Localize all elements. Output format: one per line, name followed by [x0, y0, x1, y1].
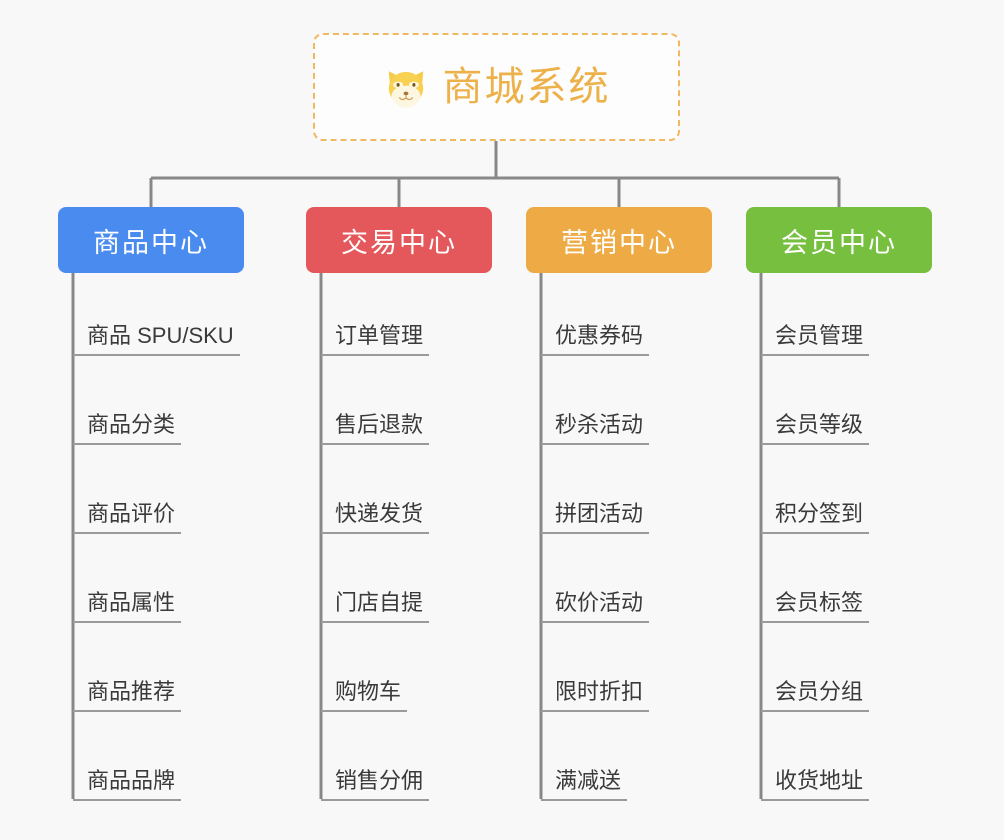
leaf-label: 会员等级 [761, 411, 870, 445]
branch-box-4[interactable]: 会员中心 [746, 207, 932, 273]
leaf-label: 快递发货 [321, 500, 430, 534]
branch-label: 会员中心 [781, 227, 897, 258]
leaf-label: 销售分佣 [321, 767, 430, 801]
branch-box-3[interactable]: 营销中心 [526, 207, 712, 273]
leaf-label: 商品分类 [73, 411, 182, 445]
leaf-item[interactable]: 秒杀活动 [541, 401, 650, 445]
leaf-item[interactable]: 售后退款 [321, 401, 430, 445]
leaf-label: 拼团活动 [541, 500, 650, 534]
leaf-item[interactable]: 优惠券码 [541, 312, 650, 356]
leaf-item[interactable]: 快递发货 [321, 490, 430, 534]
leaf-item[interactable]: 商品分类 [73, 401, 182, 445]
leaf-item[interactable]: 商品属性 [73, 579, 182, 623]
branch-label: 交易中心 [341, 227, 457, 258]
leaf-label: 砍价活动 [541, 589, 650, 623]
shiba-dog-face-icon [383, 64, 429, 110]
leaf-label: 会员管理 [761, 322, 870, 356]
leaf-label: 会员分组 [761, 678, 870, 712]
leaf-item[interactable]: 商品品牌 [73, 757, 182, 801]
branch-box-1[interactable]: 商品中心 [58, 207, 244, 273]
leaf-label: 满减送 [541, 767, 628, 801]
leaf-label: 商品推荐 [73, 678, 182, 712]
leaf-label: 积分签到 [761, 500, 870, 534]
leaf-label: 门店自提 [321, 589, 430, 623]
leaf-label: 秒杀活动 [541, 411, 650, 445]
leaf-label: 商品评价 [73, 500, 182, 534]
leaf-item[interactable]: 商品推荐 [73, 668, 182, 712]
leaf-label: 售后退款 [321, 411, 430, 445]
leaf-item[interactable]: 会员分组 [761, 668, 870, 712]
leaf-item[interactable]: 砍价活动 [541, 579, 650, 623]
leaf-label: 优惠券码 [541, 322, 650, 356]
leaf-item[interactable]: 收货地址 [761, 757, 870, 801]
leaf-item[interactable]: 积分签到 [761, 490, 870, 534]
root-node[interactable]: 商城系统 [313, 33, 680, 141]
leaf-item[interactable]: 会员标签 [761, 579, 870, 623]
leaf-item[interactable]: 销售分佣 [321, 757, 430, 801]
leaf-item[interactable]: 满减送 [541, 757, 628, 801]
leaf-item[interactable]: 拼团活动 [541, 490, 650, 534]
leaf-item[interactable]: 门店自提 [321, 579, 430, 623]
leaf-item[interactable]: 会员等级 [761, 401, 870, 445]
leaf-label: 限时折扣 [541, 678, 650, 712]
leaf-label: 购物车 [321, 678, 408, 712]
leaf-label: 商品 SPU/SKU [73, 322, 240, 356]
leaf-label: 订单管理 [321, 322, 430, 356]
root-title: 商城系统 [442, 65, 611, 109]
leaf-label: 收货地址 [761, 767, 870, 801]
branch-box-2[interactable]: 交易中心 [306, 207, 492, 273]
branch-label: 商品中心 [93, 227, 209, 258]
leaf-item[interactable]: 限时折扣 [541, 668, 650, 712]
leaf-label: 会员标签 [761, 589, 870, 623]
leaf-item[interactable]: 会员管理 [761, 312, 870, 356]
leaf-item[interactable]: 商品 SPU/SKU [73, 312, 240, 356]
leaf-label: 商品品牌 [73, 767, 182, 801]
leaf-item[interactable]: 购物车 [321, 668, 408, 712]
leaf-item[interactable]: 商品评价 [73, 490, 182, 534]
branch-label: 营销中心 [561, 227, 677, 258]
leaf-label: 商品属性 [73, 589, 182, 623]
leaf-item[interactable]: 订单管理 [321, 312, 430, 356]
